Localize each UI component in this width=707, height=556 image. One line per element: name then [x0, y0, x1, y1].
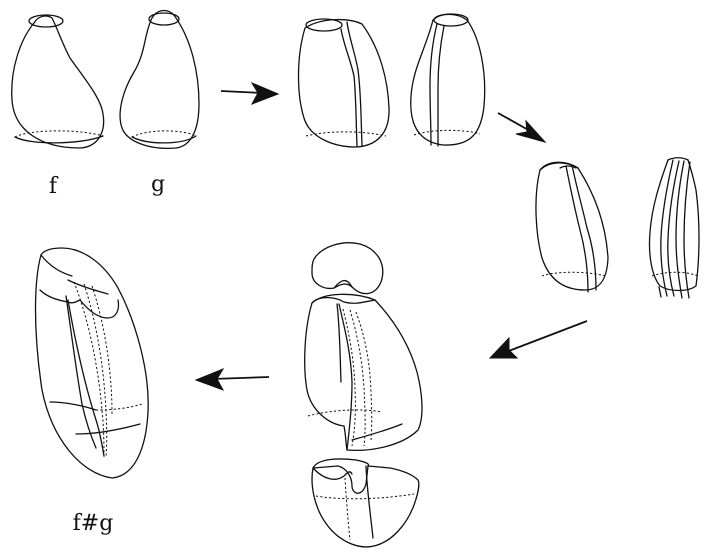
label-g: g	[151, 172, 165, 197]
stage-1-initial-surfaces: f g	[12, 11, 199, 200]
arrow-1	[221, 83, 278, 104]
surface-f-opened	[536, 162, 608, 292]
top-cap-piece	[312, 243, 383, 294]
surface-f	[12, 15, 104, 148]
stage-3-opened-surfaces	[536, 158, 699, 298]
stage-5-connected-sum: f#g	[36, 248, 149, 536]
label-f-connected-sum-g: f#g	[73, 511, 114, 536]
surface-g-opened	[649, 158, 699, 298]
stage-4-exploded-pieces	[305, 243, 422, 547]
stage-2-cut-surfaces	[299, 14, 485, 147]
surface-g	[120, 11, 199, 149]
surface-g-cut	[411, 14, 485, 146]
arrow-2	[498, 113, 545, 142]
bottom-cap-piece	[312, 459, 419, 547]
label-f: f	[49, 174, 59, 199]
middle-body-piece	[305, 294, 422, 450]
arrow-3	[490, 321, 587, 358]
arrow-4	[196, 369, 269, 390]
surface-f-cut	[299, 19, 390, 147]
